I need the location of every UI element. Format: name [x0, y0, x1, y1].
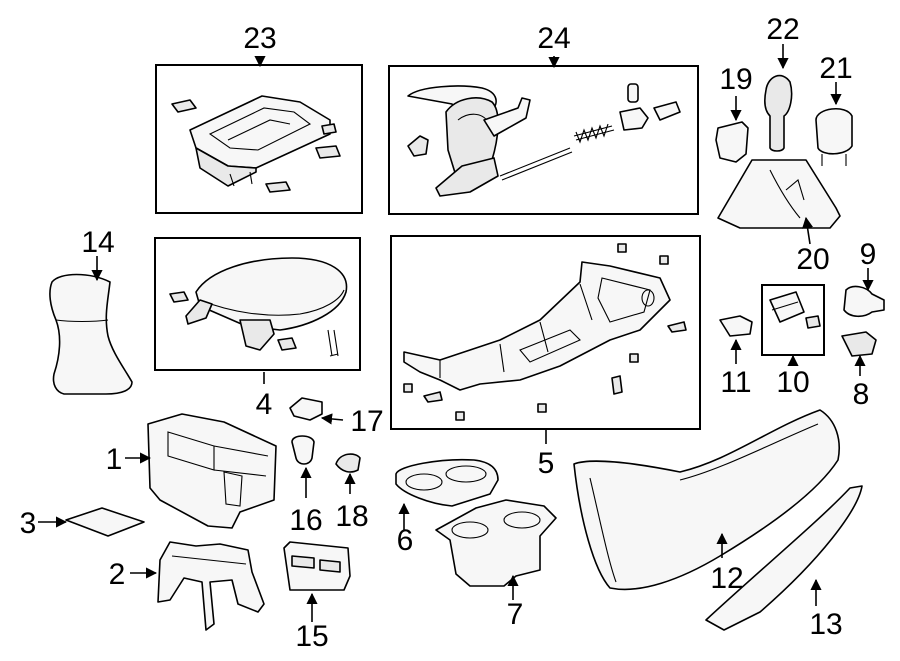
leader-lines [38, 44, 874, 622]
part-21-knob[interactable] [815, 108, 853, 166]
part-17-clip[interactable] [289, 397, 323, 421]
part-11-switch[interactable] [719, 315, 753, 337]
callout-10: 10 [776, 366, 809, 399]
part-6-cupholder-mat[interactable] [395, 458, 499, 507]
callout-24: 24 [537, 22, 570, 55]
callout-22: 22 [766, 13, 799, 46]
callout-20: 20 [796, 243, 829, 276]
part-1-console-bracket[interactable] [147, 413, 277, 529]
callout-23: 23 [243, 22, 276, 55]
part-15-switch-panel[interactable] [283, 541, 351, 591]
callout-3: 3 [20, 507, 37, 540]
callout-14: 14 [81, 226, 114, 259]
callout-21: 21 [819, 52, 852, 85]
callout-12: 12 [710, 562, 743, 595]
callout-1: 1 [106, 443, 123, 476]
callout-labels: 23 24 22 21 19 20 14 9 11 10 8 4 5 17 1 … [20, 13, 877, 653]
callout-5: 5 [538, 447, 555, 480]
part-8-button[interactable] [841, 331, 877, 357]
part-3-pad[interactable] [65, 507, 145, 537]
part-22-shift-knob[interactable] [764, 74, 793, 152]
part-19-switch[interactable] [715, 121, 749, 163]
callout-7: 7 [507, 598, 524, 631]
part-2-lower-bracket[interactable] [157, 541, 265, 631]
part-13-trim-strip[interactable] [705, 485, 863, 631]
callout-13: 13 [809, 608, 842, 641]
part-4-armrest[interactable] [169, 257, 348, 357]
callout-17: 17 [350, 405, 383, 438]
callout-18: 18 [335, 500, 368, 533]
part-14-trim-cover[interactable] [49, 273, 133, 395]
box-part-24 [388, 65, 699, 215]
callout-11: 11 [720, 366, 751, 399]
part-7-cupholder[interactable] [435, 499, 557, 587]
box-part-5 [390, 235, 701, 430]
part-5-console-panel[interactable] [403, 243, 687, 421]
callout-2: 2 [109, 558, 126, 591]
part-18-cap[interactable] [335, 453, 361, 473]
part-24-shift-lever[interactable] [407, 83, 681, 197]
box-part-4 [154, 237, 361, 371]
callout-9: 9 [860, 238, 877, 271]
callout-19: 19 [719, 63, 752, 96]
part-9-plug[interactable] [843, 285, 885, 318]
part-20-shift-boot[interactable] [717, 159, 841, 229]
callout-6: 6 [397, 524, 414, 557]
part-23-shift-bezel[interactable] [171, 95, 341, 193]
callout-16: 16 [289, 504, 322, 537]
part-10-switch-module[interactable] [769, 291, 821, 329]
spring-detail [575, 123, 609, 144]
callout-8: 8 [853, 378, 870, 411]
callout-4: 4 [256, 388, 273, 421]
part-12-side-panel[interactable] [573, 409, 840, 591]
callout-15: 15 [295, 620, 328, 653]
part-16-socket[interactable] [291, 435, 315, 465]
